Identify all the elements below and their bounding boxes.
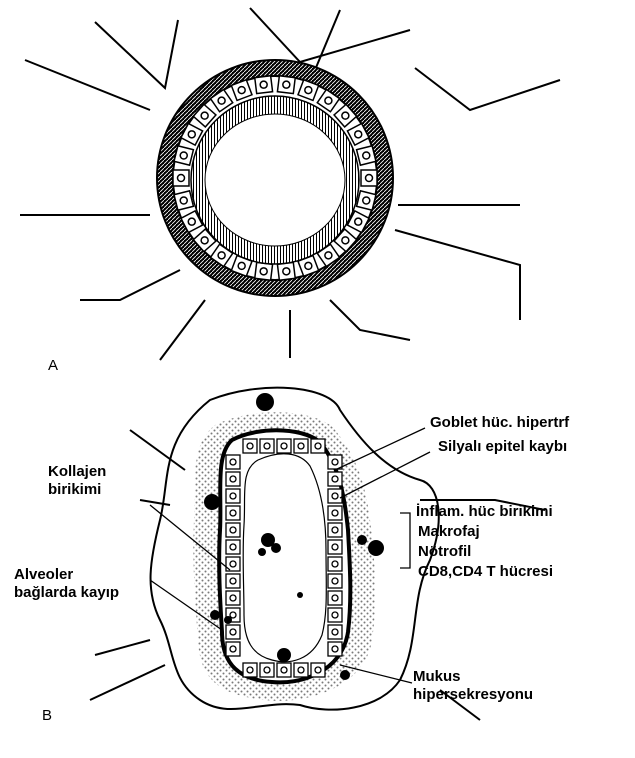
label-ciliated-epithelium-loss: Silyalı epitel kaybı xyxy=(438,438,567,456)
cell-nucleus xyxy=(332,595,338,601)
cell-nucleus xyxy=(332,459,338,465)
cell-nucleus xyxy=(298,443,304,449)
panel-b-letter: B xyxy=(42,707,52,724)
cell-nucleus xyxy=(201,112,208,119)
cell-nucleus xyxy=(283,268,290,275)
cell-nucleus xyxy=(264,667,270,673)
cell-nucleus xyxy=(332,561,338,567)
cell-nucleus xyxy=(332,629,338,635)
cell-nucleus xyxy=(218,252,225,259)
cell-nucleus xyxy=(230,510,236,516)
cell-nucleus xyxy=(230,544,236,550)
cell-nucleus xyxy=(355,131,362,138)
cell-nucleus xyxy=(332,646,338,652)
cell-nucleus xyxy=(355,218,362,225)
cell-nucleus xyxy=(230,476,236,482)
cell-nucleus xyxy=(230,459,236,465)
cell-nucleus xyxy=(264,443,270,449)
cell-nucleus xyxy=(180,152,187,159)
cell-nucleus xyxy=(238,87,245,94)
cell-nucleus xyxy=(342,237,349,244)
cell-nucleus xyxy=(230,578,236,584)
cell-nucleus xyxy=(281,667,287,673)
panel-a-airway xyxy=(20,8,560,360)
cell-nucleus xyxy=(238,262,245,269)
cell-nucleus xyxy=(260,268,267,275)
panel-a-letter: A xyxy=(48,357,58,374)
cell-nucleus xyxy=(332,612,338,618)
lumen-b xyxy=(243,454,326,662)
cell-nucleus xyxy=(178,175,185,182)
cell-nucleus xyxy=(230,612,236,618)
label-goblet-hypertrophy: Goblet hüc. hipertrf xyxy=(430,414,569,432)
cell-nucleus xyxy=(342,112,349,119)
cell-nucleus xyxy=(325,252,332,259)
cell-nucleus xyxy=(363,197,370,204)
cell-nucleus xyxy=(315,443,321,449)
label-mucus-hypersecretion: Mukus hipersekresyonu xyxy=(413,668,533,704)
cell-nucleus xyxy=(230,646,236,652)
cell-nucleus xyxy=(247,443,253,449)
cell-nucleus xyxy=(283,81,290,88)
cell-nucleus xyxy=(332,527,338,533)
cell-nucleus xyxy=(298,667,304,673)
cell-nucleus xyxy=(363,152,370,159)
cell-nucleus xyxy=(230,595,236,601)
cell-nucleus xyxy=(230,561,236,567)
label-macrophage: Makrofaj xyxy=(418,523,480,541)
cell-nucleus xyxy=(332,544,338,550)
cell-nucleus xyxy=(315,667,321,673)
cell-nucleus xyxy=(230,527,236,533)
cell-nucleus xyxy=(247,667,253,673)
cell-nucleus xyxy=(188,218,195,225)
label-inflammatory-cells: İnflam. hüc birikimi xyxy=(416,503,553,521)
cell-nucleus xyxy=(230,629,236,635)
cell-nucleus xyxy=(332,578,338,584)
cell-nucleus xyxy=(305,87,312,94)
cell-nucleus xyxy=(260,81,267,88)
label-alveolar-attachment-loss: Alveoler bağlarda kayıp xyxy=(14,566,119,602)
cell-nucleus xyxy=(325,97,332,104)
cell-nucleus xyxy=(332,510,338,516)
cell-nucleus xyxy=(201,237,208,244)
cell-nucleus xyxy=(188,131,195,138)
cell-nucleus xyxy=(305,262,312,269)
cell-nucleus xyxy=(218,97,225,104)
label-t-cells: CD8,CD4 T hücresi xyxy=(418,563,553,581)
lumen-a xyxy=(205,114,345,246)
cell-nucleus xyxy=(230,493,236,499)
cell-nucleus xyxy=(281,443,287,449)
cell-nucleus xyxy=(332,493,338,499)
label-collagen-deposition: Kollajen birikimi xyxy=(48,463,106,499)
cell-nucleus xyxy=(366,175,373,182)
cell-nucleus xyxy=(332,476,338,482)
cell-nucleus xyxy=(180,197,187,204)
label-neutrophil: Nötrofil xyxy=(418,543,471,561)
